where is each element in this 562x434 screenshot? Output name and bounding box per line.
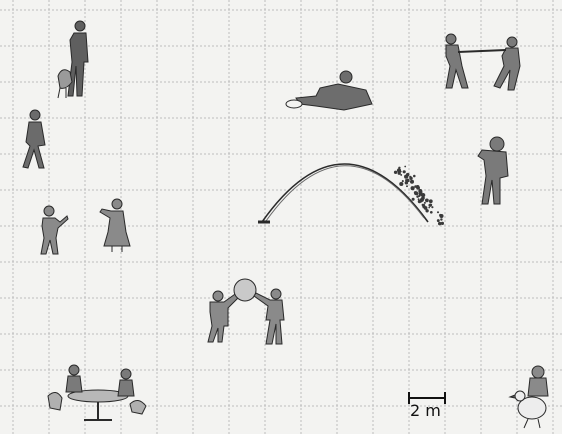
water-drop: [438, 222, 441, 225]
water-drop: [425, 199, 429, 203]
water-drop: [437, 211, 439, 213]
water-drop: [424, 206, 428, 210]
water-drop: [418, 198, 420, 200]
water-drop: [422, 206, 424, 208]
water-drop: [430, 211, 433, 214]
water-drop: [409, 177, 412, 180]
water-drop: [412, 188, 414, 190]
water-drop: [397, 168, 401, 172]
water-drop: [400, 174, 402, 176]
water-drop: [414, 185, 417, 188]
water-drop: [404, 166, 406, 168]
water-drop: [408, 180, 410, 182]
water-drop: [431, 206, 433, 208]
water-drop: [424, 202, 426, 204]
water-drop: [404, 175, 408, 179]
water-drop: [403, 170, 406, 173]
water-drop: [394, 171, 397, 174]
water-drop: [406, 185, 408, 187]
water-drop: [411, 180, 413, 182]
water-drop: [413, 175, 416, 178]
water-drop: [405, 179, 407, 181]
water-drop: [415, 192, 418, 195]
water-drop: [419, 190, 423, 194]
water-drop: [428, 207, 430, 209]
water-drop: [429, 199, 433, 203]
scale-bar-label: 2 m: [410, 401, 441, 420]
water-drop: [428, 204, 431, 207]
water-drop: [399, 182, 403, 186]
water-drop: [418, 200, 421, 203]
water-drop: [412, 198, 415, 201]
water-drop: [416, 186, 420, 190]
water-drop: [440, 218, 442, 220]
water-drop: [402, 180, 404, 182]
water-drop: [439, 214, 443, 218]
water-drop: [437, 219, 440, 222]
water-drop: [418, 195, 420, 197]
